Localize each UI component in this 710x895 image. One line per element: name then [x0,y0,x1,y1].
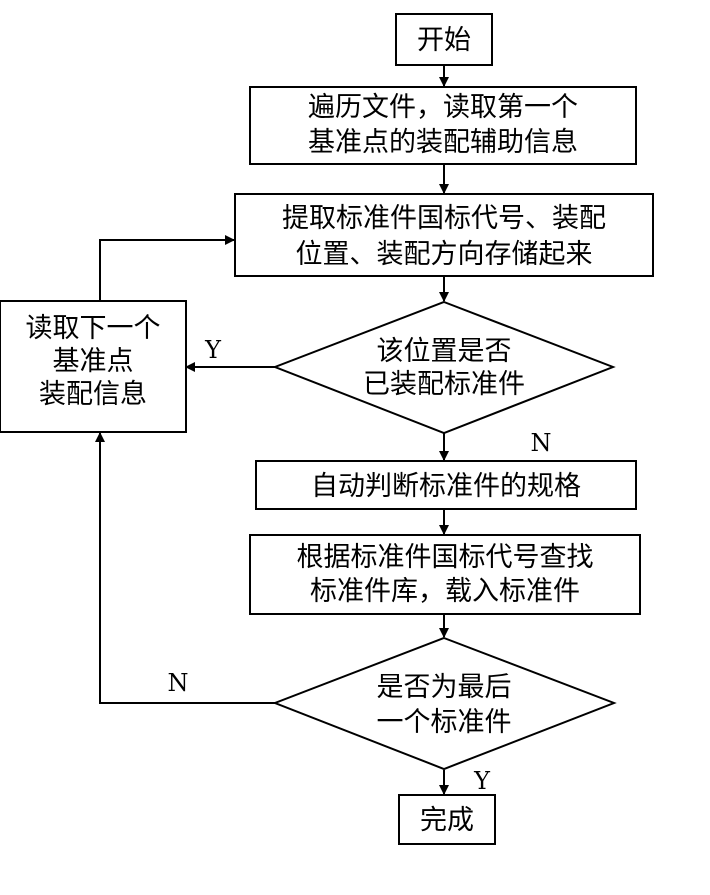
finish-text: 完成 [420,805,474,836]
arrow-last-no [95,432,275,704]
traverse-line-2: 基准点的装配辅助信息 [308,127,578,158]
start-node: 开始 [395,13,493,66]
extract-node: 提取标准件国标代号、装配 位置、装配方向存储起来 [234,193,654,277]
read-next-line-2: 基准点 [53,346,134,377]
label-last-yes: Y [473,767,491,795]
traverse-node: 遍历文件，读取第一个 基准点的装配辅助信息 [249,86,637,165]
extract-line-1: 提取标准件国标代号、装配 [282,203,606,234]
assembled-check-node: 该位置是否 已装配标准件 [272,300,616,435]
judge-spec-text: 自动判断标准件的规格 [311,471,581,502]
judge-spec-node: 自动判断标准件的规格 [255,460,637,510]
load-part-node: 根据标准件国标代号查找 标准件库，载入标准件 [249,534,641,615]
label-assembled-no: N [531,429,552,457]
finish-node: 完成 [398,794,496,845]
load-part-line-2: 标准件库，载入标准件 [310,576,580,607]
last-check-node: 是否为最后 一个标准件 [272,636,617,771]
label-last-no: N [168,669,189,697]
label-assembled-yes: Y [204,336,222,364]
extract-line-2: 位置、装配方向存储起来 [296,239,593,270]
assembled-check-line-1: 该位置是否 [377,336,512,367]
last-check-line-2: 一个标准件 [377,707,512,738]
start-text: 开始 [417,25,471,56]
read-next-node: 读取下一个 基准点 装配信息 [0,300,187,433]
last-check-line-1: 是否为最后 [377,672,512,703]
read-next-line-3: 装配信息 [39,379,147,410]
load-part-line-1: 根据标准件国标代号查找 [297,542,594,573]
assembled-check-line-2: 已装配标准件 [363,369,525,400]
read-next-line-1: 读取下一个 [26,313,161,344]
arrow-readnext-to-extract [99,235,235,300]
traverse-line-1: 遍历文件，读取第一个 [308,92,578,123]
